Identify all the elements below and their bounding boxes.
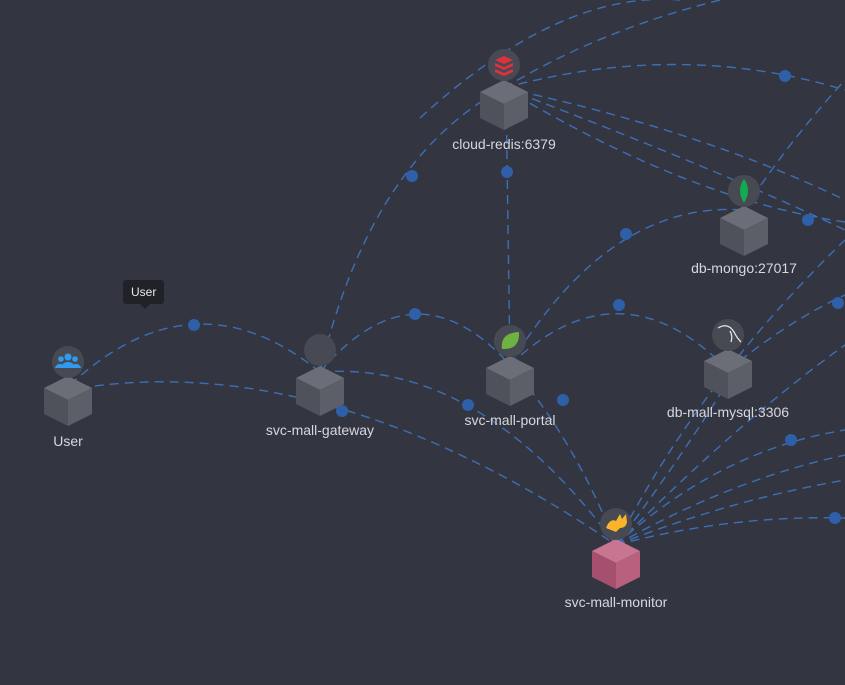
edge-redis-out-3[interactable] <box>503 87 845 231</box>
edge-dot[interactable] <box>336 405 348 417</box>
edge-portal-mysql[interactable] <box>509 313 729 371</box>
node-svc-mall-monitor[interactable]: svc-mall-monitor <box>565 508 668 610</box>
mongodb-leaf-icon <box>740 179 748 203</box>
edge-monitor-out-3[interactable] <box>615 479 845 546</box>
node-db-mall-mysql[interactable]: db-mall-mysql:3306 <box>667 319 789 420</box>
node-label: User <box>53 433 83 449</box>
node-label: svc-mall-monitor <box>565 594 668 610</box>
edge-dot[interactable] <box>779 70 791 82</box>
edge-redis-out-1[interactable] <box>503 63 845 91</box>
node-svc-mall-gateway[interactable]: svc-mall-gateway <box>266 334 374 438</box>
edge-dot[interactable] <box>406 170 418 182</box>
edge-redis-out-4[interactable] <box>503 87 845 223</box>
node-tooltip: User <box>123 280 165 309</box>
node-label: cloud-redis:6379 <box>452 136 556 152</box>
edge-gateway-portal[interactable] <box>319 313 511 373</box>
spring-leaf-icon <box>501 332 520 350</box>
edge-dot[interactable] <box>462 399 474 411</box>
edge-user-monitor[interactable] <box>79 381 617 546</box>
edge-dot[interactable] <box>785 434 797 446</box>
users-icon <box>55 353 81 368</box>
edge-redis-out-6[interactable] <box>503 0 721 89</box>
edge-dot[interactable] <box>613 299 625 311</box>
node-label: svc-mall-gateway <box>266 422 374 438</box>
node-user[interactable]: User <box>44 346 92 449</box>
edge-dot[interactable] <box>409 308 421 320</box>
edge-dot[interactable] <box>802 214 814 226</box>
edge-redis-out-2[interactable] <box>503 87 845 201</box>
edge-monitor-out-1[interactable] <box>615 429 845 546</box>
edge-dot[interactable] <box>832 297 844 309</box>
node-icon-bg <box>488 49 520 81</box>
edge-redis-portal[interactable] <box>505 89 511 366</box>
node-cloud-redis[interactable]: cloud-redis:6379 <box>452 49 556 152</box>
node-label: db-mall-mysql:3306 <box>667 404 789 420</box>
mysql-dolphin-icon <box>717 325 742 343</box>
node-icon-bg <box>304 334 336 366</box>
edge-dots <box>188 70 844 524</box>
tomcat-icon <box>606 514 627 532</box>
edge-gateway-monitor[interactable] <box>319 370 617 546</box>
edge-monitor-out-4[interactable] <box>615 517 845 546</box>
redis-icon <box>495 56 513 76</box>
edge-portal-mongo[interactable] <box>509 208 745 366</box>
edge-redis-out-5[interactable] <box>419 0 680 119</box>
edge-user-gateway[interactable] <box>69 323 321 386</box>
node-svc-mall-portal[interactable]: svc-mall-portal <box>464 325 556 428</box>
edge-dot[interactable] <box>188 319 200 331</box>
edge-dot[interactable] <box>501 166 513 178</box>
edge-gateway-redis[interactable] <box>319 87 505 373</box>
node-db-mongo[interactable]: db-mongo:27017 <box>691 175 797 276</box>
node-label: db-mongo:27017 <box>691 260 797 276</box>
node-icon-bg <box>712 319 744 351</box>
edge-dot[interactable] <box>557 394 569 406</box>
edge-monitor-out-5[interactable] <box>615 344 845 546</box>
edge-monitor-mysql[interactable] <box>615 374 733 546</box>
edge-dot[interactable] <box>829 512 841 524</box>
edge-monitor-out-2[interactable] <box>615 454 845 546</box>
node-label: svc-mall-portal <box>464 412 555 428</box>
edge-dot[interactable] <box>620 228 632 240</box>
